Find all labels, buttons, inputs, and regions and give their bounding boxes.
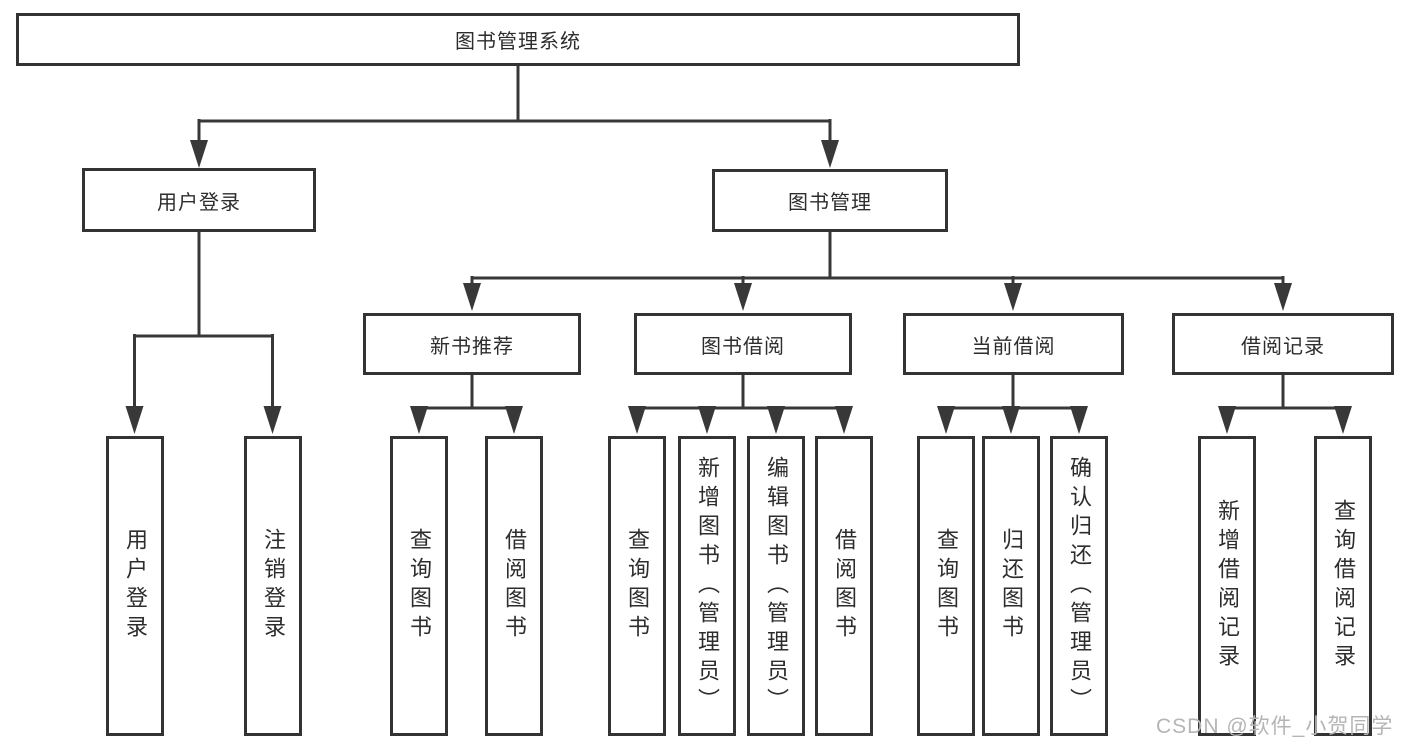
node-new-book-recommend-label: 新书推荐 <box>430 335 514 358</box>
node-leaf-add-borrow-record-label: 新增借阅记录 <box>1215 499 1240 673</box>
node-leaf-borrow-books-recommend: 借阅图书 <box>485 436 543 736</box>
node-leaf-confirm-return-admin: 确认归还（管理员） <box>1050 436 1108 736</box>
node-leaf-user-login: 用户登录 <box>106 436 164 736</box>
node-leaf-query-books-current-label: 查询图书 <box>934 528 959 644</box>
node-leaf-add-borrow-record: 新增借阅记录 <box>1198 436 1256 736</box>
node-leaf-query-books-recommend-label: 查询图书 <box>407 528 432 644</box>
node-borrowing-records: 借阅记录 <box>1172 313 1394 375</box>
node-leaf-borrow-books-recommend-label: 借阅图书 <box>502 528 527 644</box>
node-leaf-borrow-books-borrowing-label: 借阅图书 <box>832 528 857 644</box>
node-leaf-query-books-current: 查询图书 <box>917 436 975 736</box>
node-leaf-edit-books-admin-label: 编辑图书（管理员） <box>764 455 789 717</box>
node-root-system: 图书管理系统 <box>16 13 1020 66</box>
node-leaf-logout-label: 注销登录 <box>261 528 286 644</box>
node-book-management-module-label: 图书管理 <box>788 192 872 214</box>
node-leaf-add-books-admin-label: 新增图书（管理员） <box>695 455 720 717</box>
node-book-borrowing: 图书借阅 <box>634 313 852 375</box>
node-root-system-label: 图书管理系统 <box>455 31 581 53</box>
node-new-book-recommend: 新书推荐 <box>363 313 581 375</box>
node-book-borrowing-label: 图书借阅 <box>701 335 785 358</box>
node-leaf-query-books-borrowing-label: 查询图书 <box>625 528 650 644</box>
node-leaf-logout: 注销登录 <box>244 436 302 736</box>
node-current-borrowing-label: 当前借阅 <box>971 335 1056 358</box>
node-leaf-user-login-label: 用户登录 <box>123 528 148 644</box>
node-leaf-query-borrow-record: 查询借阅记录 <box>1314 436 1372 736</box>
node-leaf-edit-books-admin: 编辑图书（管理员） <box>747 436 805 736</box>
node-leaf-query-books-borrowing: 查询图书 <box>608 436 666 736</box>
node-leaf-query-borrow-record-label: 查询借阅记录 <box>1331 499 1356 673</box>
node-book-management-module: 图书管理 <box>712 169 948 232</box>
csdn-watermark: CSDN @软件_小贺同学 <box>1156 715 1394 738</box>
node-leaf-add-books-admin: 新增图书（管理员） <box>678 436 736 736</box>
node-leaf-borrow-books-borrowing: 借阅图书 <box>815 436 873 736</box>
node-leaf-return-books-label: 归还图书 <box>999 528 1024 644</box>
node-leaf-confirm-return-admin-label: 确认归还（管理员） <box>1067 455 1092 717</box>
node-borrowing-records-label: 借阅记录 <box>1241 335 1325 358</box>
node-current-borrowing: 当前借阅 <box>903 313 1124 375</box>
node-leaf-return-books: 归还图书 <box>982 436 1040 736</box>
node-leaf-query-books-recommend: 查询图书 <box>390 436 448 736</box>
node-user-login-module-label: 用户登录 <box>157 191 241 214</box>
node-user-login-module: 用户登录 <box>82 168 316 232</box>
